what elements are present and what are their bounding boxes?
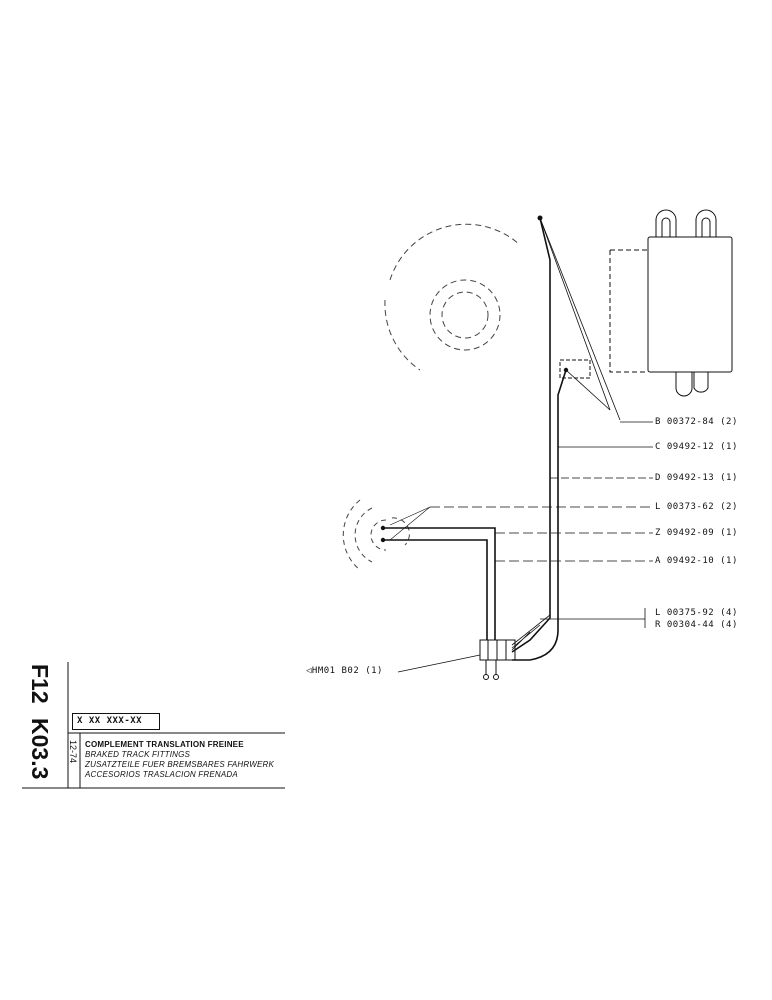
title-block-frame bbox=[22, 662, 285, 789]
hose-lines bbox=[383, 217, 567, 661]
title-fr: COMPLEMENT TRANSLATION FREINEE bbox=[85, 740, 244, 749]
title-es: ACCESORIOS TRASLACION FRENADA bbox=[85, 770, 238, 779]
valve-block-drawing bbox=[479, 614, 551, 680]
callout-z: Z 09492-09 (1) bbox=[655, 528, 738, 538]
title-en: BRAKED TRACK FITTINGS bbox=[85, 750, 191, 759]
callout-l-lower: L 00375-92 (4) bbox=[655, 608, 738, 618]
callout-c: C 09492-12 (1) bbox=[655, 442, 738, 452]
track-wheel-drawing bbox=[384, 223, 521, 371]
callout-l-upper: L 00373-62 (2) bbox=[655, 502, 738, 512]
title-de: ZUSATZTEILE FUER BREMSBARES FAHRWERK bbox=[85, 760, 275, 769]
brake-unit-drawing bbox=[559, 209, 733, 397]
callout-r: R 00304-44 (4) bbox=[655, 620, 738, 630]
part-code-box: X XX XXX-XX bbox=[72, 713, 160, 730]
leader-lines bbox=[389, 421, 653, 673]
small-wheel-drawing bbox=[342, 499, 410, 571]
sheet-group: F12 bbox=[27, 664, 53, 704]
sheet-reference-label: HM01 B02 (1) bbox=[311, 666, 383, 676]
callout-a: A 09492-10 (1) bbox=[655, 556, 738, 566]
sheet-reference[interactable]: ◁HM01 B02 (1) bbox=[306, 666, 383, 676]
sheet-date: 12-74 bbox=[68, 740, 78, 764]
sheet-id: K03.3 bbox=[27, 718, 53, 780]
callout-d: D 09492-13 (1) bbox=[655, 473, 738, 483]
callout-b: B 00372-84 (2) bbox=[655, 417, 738, 427]
left-triangle-icon: ◁ bbox=[306, 666, 312, 676]
